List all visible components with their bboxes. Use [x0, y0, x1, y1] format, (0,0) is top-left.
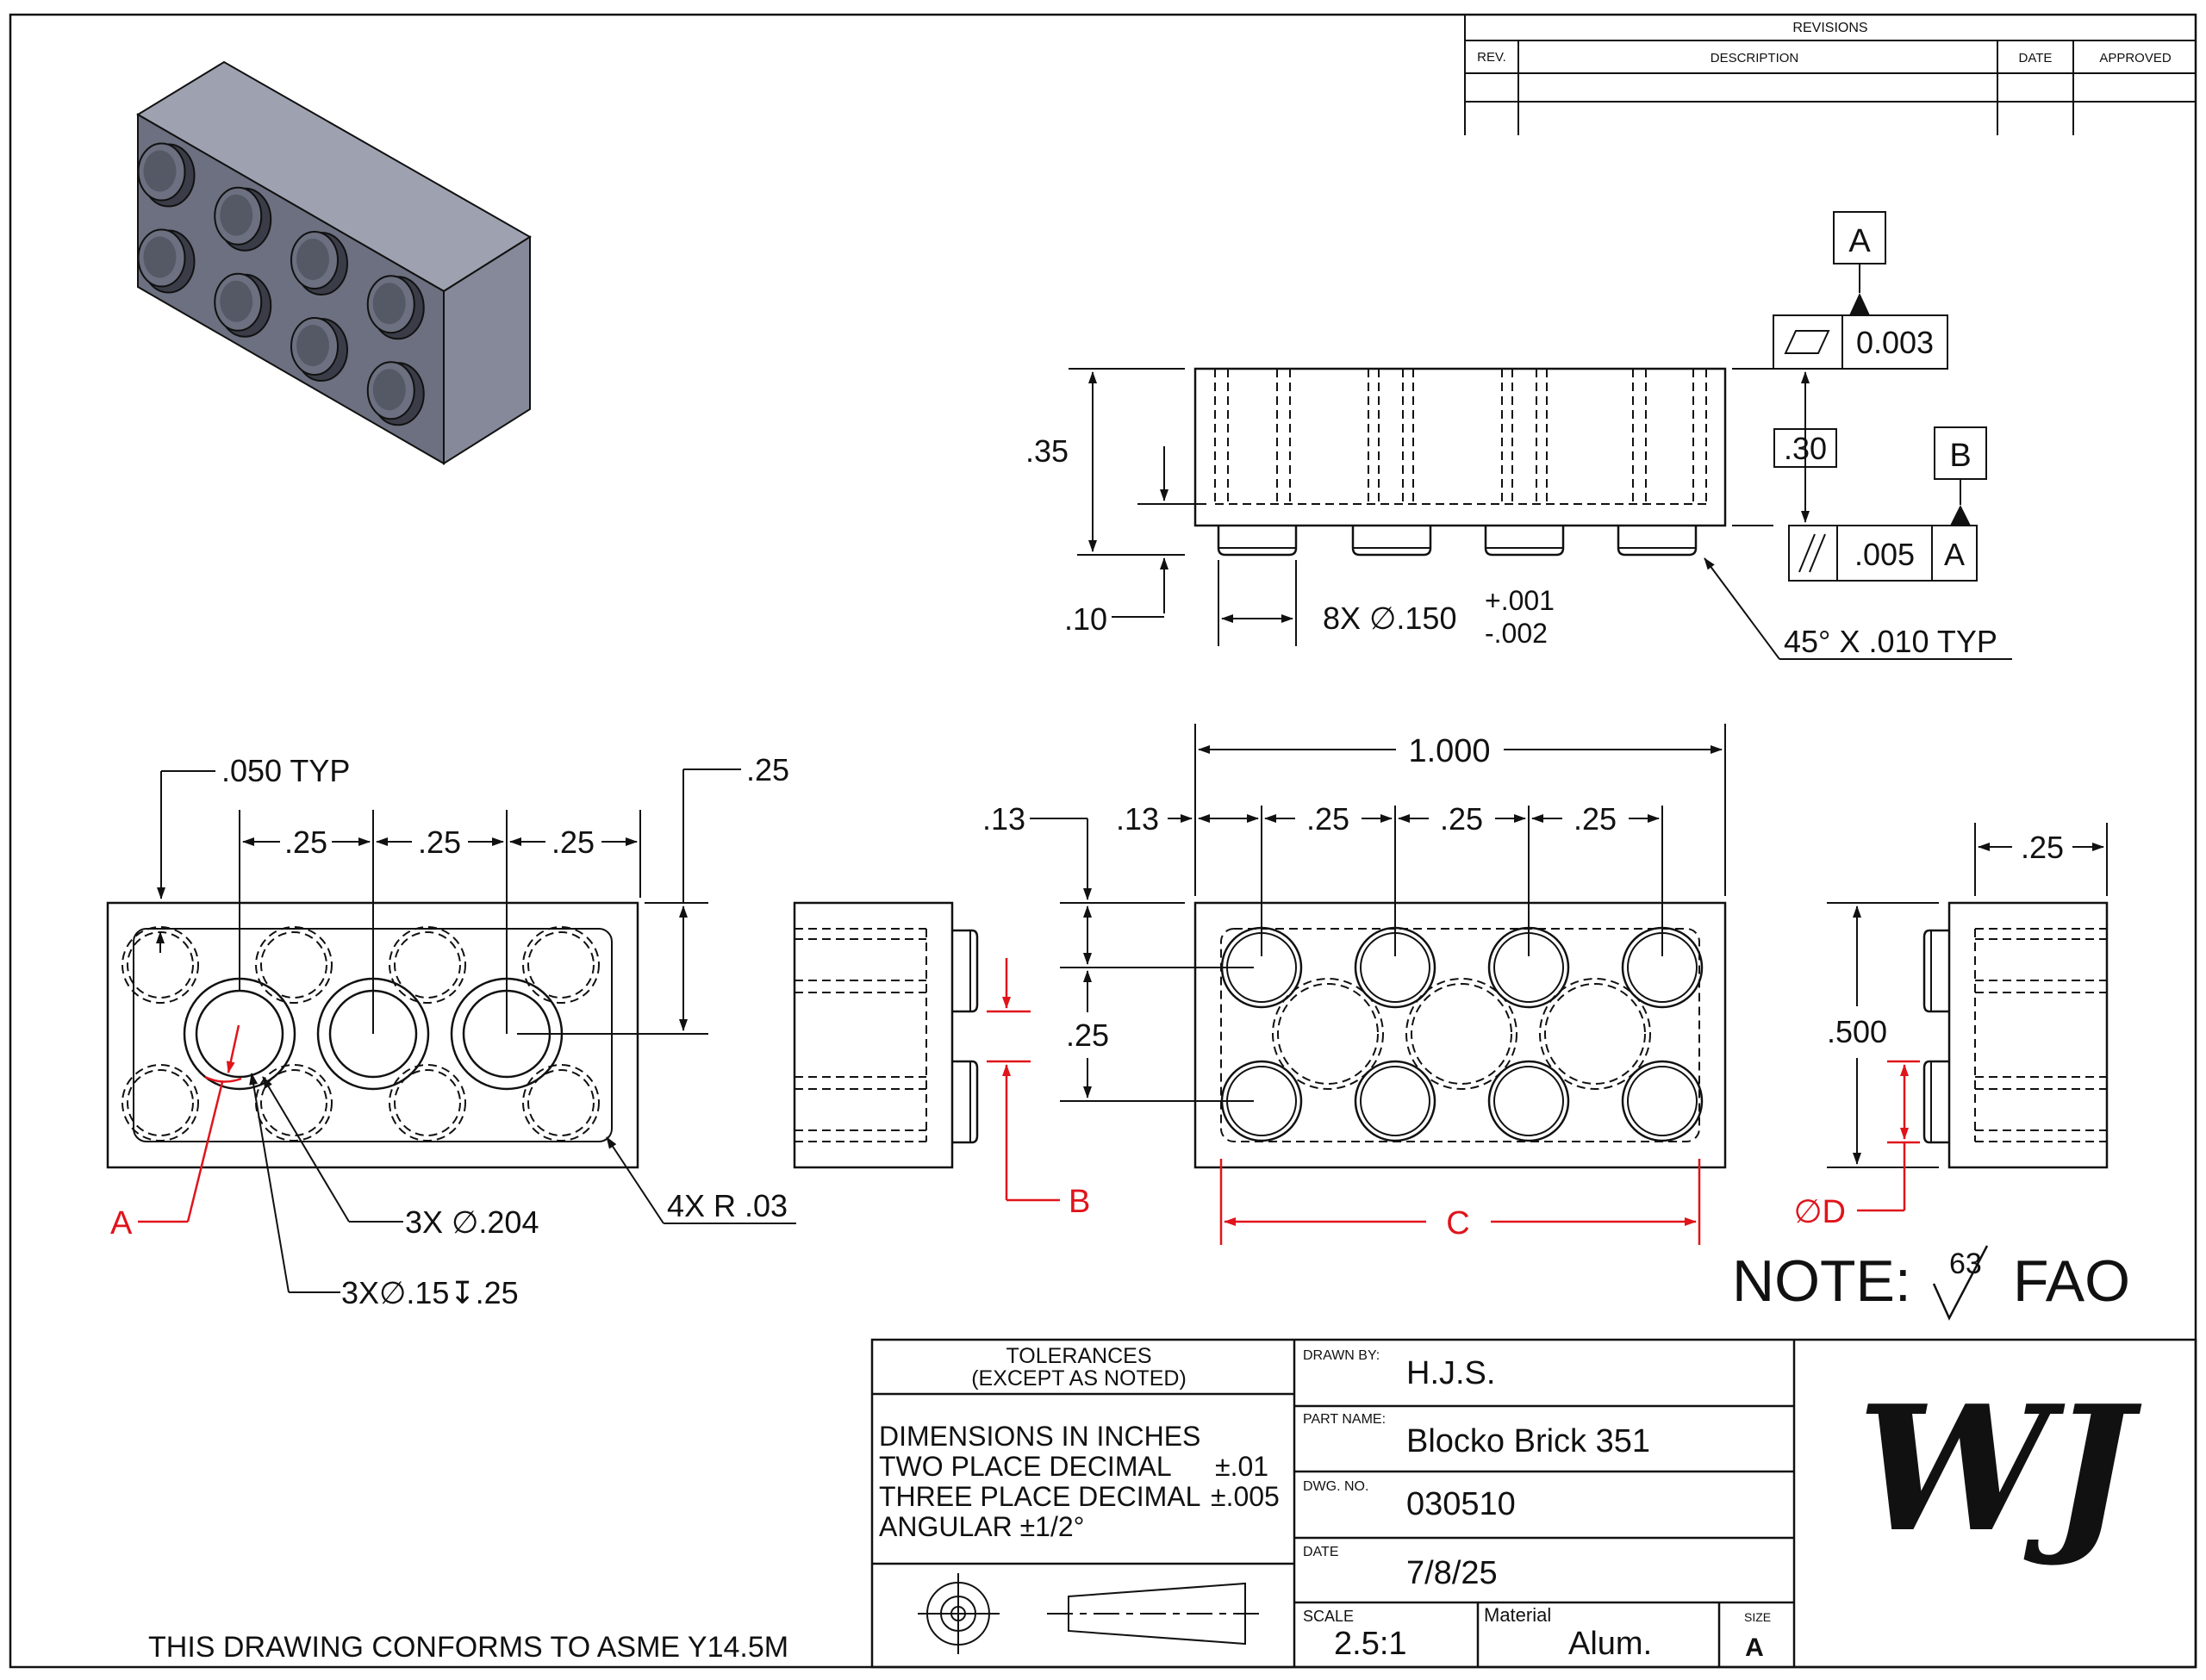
bottom-pitch-2: .25 — [418, 824, 461, 860]
company-logo: WJ — [1857, 1368, 2142, 1571]
parallelism-tolerance: .005 — [1854, 537, 1915, 572]
iso-studs — [137, 142, 425, 426]
left-side-body — [793, 901, 954, 1169]
tol-three-place-value: ±.005 — [1211, 1481, 1280, 1512]
part-name-label: PART NAME: — [1303, 1412, 1386, 1427]
dim-edge-top: .13 — [982, 801, 1025, 837]
tol-three-place-label: THREE PLACE DECIMAL — [879, 1481, 1200, 1512]
red-label-b: B — [1069, 1184, 1090, 1220]
dim-width-500: .500 — [1827, 1014, 1887, 1049]
top-hidden-cavity — [1220, 928, 1700, 1142]
tol-angular: ANGULAR ±1/2° — [879, 1511, 1084, 1542]
parallel-symbol-a — [1798, 533, 1816, 573]
wall-thickness-note: .050 TYP — [221, 753, 350, 788]
dim-tube-offset: .25 — [746, 752, 789, 787]
bottom-pitch-1: .25 — [284, 824, 327, 860]
iso-stud-top — [220, 280, 253, 322]
right-side-view: .25 .500 ∅D — [1793, 823, 2109, 1230]
surface-finish-note: NOTE: 63 FAO — [1732, 1245, 2130, 1321]
drawn-by-label: DRAWN BY: — [1303, 1348, 1380, 1363]
stud-diameter-note: 8X ∅.150 — [1323, 600, 1456, 636]
top-pitch-2: .25 — [1440, 801, 1483, 837]
description-column-header: DESCRIPTION — [1711, 51, 1799, 65]
dim-stud-height-10: .10 — [1064, 601, 1107, 637]
front-hidden-lines — [1214, 369, 1707, 505]
top-hidden-tubes — [1272, 978, 1651, 1090]
red-label-c: C — [1446, 1205, 1469, 1241]
flatness-tolerance: 0.003 — [1856, 325, 1934, 360]
red-label-d: ∅D — [1793, 1194, 1846, 1230]
note-prefix: NOTE: — [1732, 1248, 1911, 1314]
tol-two-place-label: TWO PLACE DECIMAL — [879, 1451, 1172, 1482]
iso-stud-top — [220, 194, 253, 236]
top-pitch-3: .25 — [1573, 801, 1617, 837]
scale-label: SCALE — [1303, 1608, 1354, 1625]
flatness-symbol — [1784, 330, 1830, 354]
top-body — [1193, 901, 1727, 1169]
tube-id-note: 3X∅.15↧.25 — [341, 1275, 519, 1310]
roughness-value: 63 — [1949, 1248, 1982, 1280]
iso-stud-top — [296, 239, 329, 280]
size-value: A — [1745, 1633, 1764, 1662]
left-side-view: B — [793, 901, 1090, 1220]
datum-b-label: B — [1949, 438, 1971, 474]
iso-stud-top — [372, 369, 406, 411]
iso-stud-top — [296, 325, 329, 366]
top-pitch-1: .25 — [1306, 801, 1349, 837]
basic-dim-box — [1773, 428, 1837, 468]
revisions-block: REVISIONS REV. DESCRIPTION DATE APPROVED — [1464, 15, 2196, 135]
dim-overall-length: 1.000 — [1408, 733, 1490, 769]
top-view: 1.000 .13 .25 .25 .25 .13 .25 C — [982, 724, 1727, 1245]
dwg-no-label: DWG. NO. — [1303, 1479, 1368, 1494]
revisions-title: REVISIONS — [1792, 21, 1867, 35]
size-label: SIZE — [1744, 1610, 1771, 1624]
datum-a-label: A — [1848, 223, 1871, 259]
iso-stud-top — [143, 150, 177, 192]
dim-height-35: .35 — [1025, 433, 1069, 469]
dwg-no-value: 030510 — [1406, 1486, 1516, 1522]
surface-finish-symbol — [1932, 1245, 1989, 1321]
note-suffix: FAO — [2013, 1248, 2130, 1314]
stud-diameter-plus: +.001 — [1485, 585, 1555, 616]
drawn-by-value: H.J.S. — [1406, 1355, 1495, 1391]
projection-symbol — [918, 1573, 1262, 1654]
tol-dimensions-in-inches: DIMENSIONS IN INCHES — [879, 1421, 1200, 1452]
rev-column-header: REV. — [1477, 50, 1506, 65]
date-label: DATE — [1303, 1545, 1338, 1559]
right-side-body — [1947, 901, 2109, 1169]
front-view: .35 .10 8X ∅.150 +.001 -.002 45° X .010 … — [1025, 211, 2012, 660]
isometric-view — [136, 60, 532, 465]
asme-conformance: THIS DRAWING CONFORMS TO ASME Y14.5M — [148, 1631, 788, 1664]
dim-row-spacing: .25 — [1066, 1017, 1109, 1053]
scale-value: 2.5:1 — [1334, 1626, 1407, 1662]
approved-column-header: APPROVED — [2099, 51, 2172, 65]
bottom-view: .25 .25 .25 .050 TYP .25 3X ∅.204 3X∅.15… — [106, 752, 796, 1310]
corner-radius-note: 4X R .03 — [667, 1188, 788, 1223]
front-body — [1193, 367, 1727, 527]
date-column-header: DATE — [2019, 51, 2053, 65]
tol-two-place-value: ±.01 — [1215, 1451, 1268, 1482]
iso-front-face — [137, 113, 445, 465]
dim-edge-left: .13 — [1116, 801, 1159, 837]
front-studs — [1217, 526, 1698, 557]
title-block: TOLERANCES (EXCEPT AS NOTED) DIMENSIONS … — [870, 1338, 2197, 1669]
date-value: 7/8/25 — [1406, 1555, 1498, 1591]
material-value: Alum. — [1568, 1626, 1652, 1662]
chamfer-note: 45° X .010 TYP — [1784, 624, 1997, 659]
iso-stud-top — [143, 236, 177, 278]
bottom-pitch-3: .25 — [552, 824, 595, 860]
tolerances-title: TOLERANCES — [1006, 1344, 1151, 1368]
iso-stud-top — [372, 283, 406, 325]
dim-gap-30: .30 — [1784, 431, 1827, 466]
material-label: Material — [1484, 1604, 1551, 1626]
top-studs — [1220, 926, 1704, 1142]
stud-diameter-minus: -.002 — [1485, 618, 1548, 649]
parallelism-datum-ref: A — [1944, 537, 1965, 572]
dim-stud-offset: .25 — [2021, 830, 2064, 865]
tube-od-note: 3X ∅.204 — [405, 1204, 539, 1240]
part-name-value: Blocko Brick 351 — [1406, 1423, 1650, 1459]
tolerances-subtitle: (EXCEPT AS NOTED) — [971, 1366, 1187, 1391]
red-label-a: A — [110, 1205, 133, 1241]
